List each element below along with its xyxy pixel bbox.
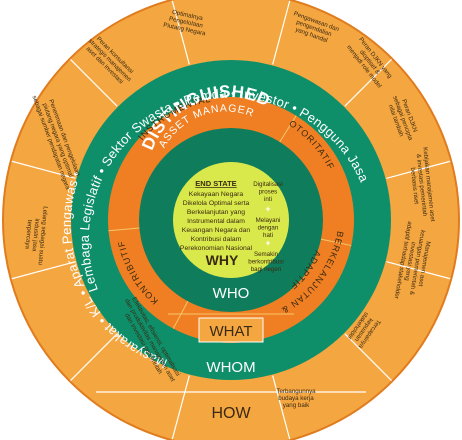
outer-note-line: terpercaya xyxy=(24,219,34,249)
what-box xyxy=(198,317,264,343)
label-what: WHAT xyxy=(209,323,252,340)
label-how: HOW xyxy=(211,405,251,422)
outer-note-line: Terbangunnya xyxy=(276,388,316,395)
orange-ring-dividers xyxy=(108,115,352,329)
outer-divider xyxy=(272,375,291,440)
orange-divider xyxy=(320,238,352,247)
label-why: WHY xyxy=(206,252,239,268)
orange-divider xyxy=(172,300,189,329)
side-note-berkontribusi: berkontribusi xyxy=(248,259,283,266)
label-whom: WHOM xyxy=(206,359,255,376)
outer-divider xyxy=(11,261,76,280)
side-note-melayani: hati xyxy=(263,232,273,239)
end-state-line: Kekayaan Negara xyxy=(189,191,244,198)
label-who: WHO xyxy=(213,285,250,302)
outer-divider xyxy=(344,59,392,107)
outer-note-line: industri jasa xyxy=(31,218,41,252)
side-note-digitalisasi: proses xyxy=(259,189,278,196)
end-state-line: Perekonomian Nasional xyxy=(180,245,253,252)
outer-divider xyxy=(272,0,291,65)
end-state-line: Instrumental dalam xyxy=(187,218,245,225)
end-state-line: Berkelanjutan yang xyxy=(187,209,245,216)
side-note-berkontribusi: bagi negeri xyxy=(251,266,282,273)
outer-divider xyxy=(386,160,451,179)
side-note-melayani: dengan xyxy=(258,225,279,232)
side-note-melayani: Melayani xyxy=(256,217,281,224)
outer-note-line: berbasis riset xyxy=(409,167,420,205)
outer-divider xyxy=(386,261,451,280)
side-note-berkontribusi: Semakin xyxy=(254,251,279,258)
plus-sign: + xyxy=(265,204,270,214)
outer-note-line: yang baik xyxy=(283,402,310,409)
outer-divider xyxy=(11,160,76,179)
outer-divider xyxy=(70,333,118,381)
center-disc xyxy=(173,162,289,278)
outer-ring-dividers xyxy=(11,0,451,440)
outer-divider xyxy=(171,0,190,65)
end-state-line: Dikelola Optimal serta xyxy=(183,200,250,207)
outer-divider xyxy=(70,59,118,107)
side-note-digitalisasi: inti xyxy=(264,196,272,203)
center-side-notes: DigitalisasiprosesintiMelayanidenganhati… xyxy=(248,181,283,273)
end-state-line: Keuangan Negara dan xyxy=(182,227,251,234)
plus-sign: + xyxy=(265,238,270,248)
orange-divider xyxy=(108,227,140,232)
outer-note-line: budaya kerja xyxy=(278,395,314,402)
side-note-digitalisasi: Digitalisasi xyxy=(253,181,283,188)
outer-divider xyxy=(171,375,190,440)
end-state-title: END STATE xyxy=(195,179,236,188)
orange-divider xyxy=(279,115,297,143)
outer-divider xyxy=(344,333,392,381)
end-state-line: Kontribusi dalam xyxy=(191,236,242,243)
